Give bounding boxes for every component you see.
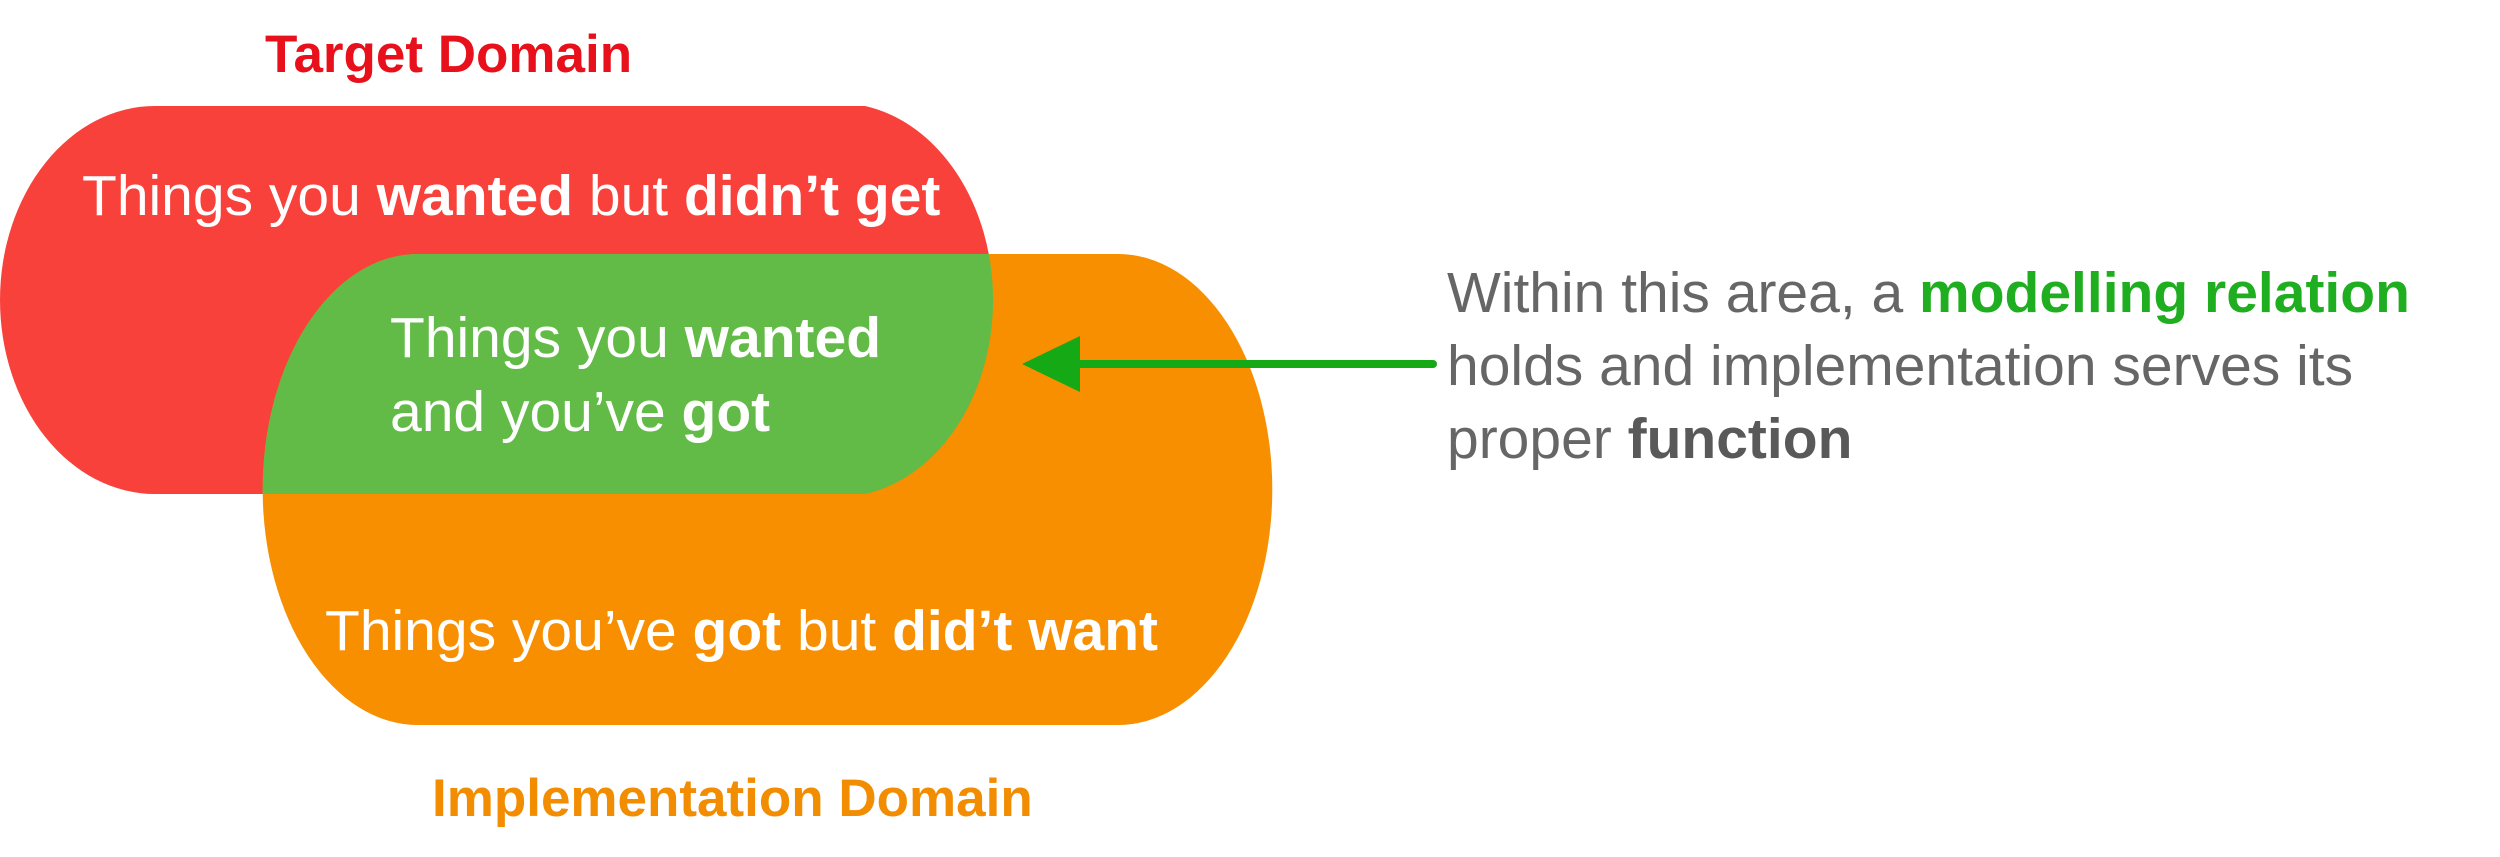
implementation-only-text: Things you’ve got but did’t want bbox=[325, 603, 1158, 660]
annotation-plain-1: Within this area, a bbox=[1447, 261, 1920, 325]
implementation-domain-label: Implementation Domain bbox=[432, 769, 1033, 828]
target-only-text-plain-1: Things you bbox=[82, 164, 377, 228]
overlap-text-bold-2: got bbox=[681, 380, 771, 444]
overlap-text-plain-1: Things you bbox=[390, 306, 685, 370]
implementation-only-text-bold-2: did’t want bbox=[892, 599, 1159, 663]
implementation-only-text-plain-1: Things you’ve bbox=[325, 599, 693, 663]
overlap-text-bold-1: wanted bbox=[684, 306, 882, 370]
target-only-text-bold-2: didn’t get bbox=[683, 164, 941, 228]
target-only-text-bold-1: wanted bbox=[376, 164, 574, 228]
implementation-only-text-bold-1: got bbox=[692, 599, 782, 663]
target-only-text-plain-2: but bbox=[573, 164, 684, 228]
annotation-plain-3: proper bbox=[1447, 407, 1628, 471]
annotation-line-2: holds and implementation serves its bbox=[1447, 334, 2354, 398]
annotation-line-1: Within this area, a modelling relation bbox=[1447, 265, 2410, 322]
target-only-text: Things you wanted but didn’t get bbox=[82, 168, 940, 225]
overlap-text-plain-2: and you’ve bbox=[390, 380, 682, 444]
implementation-only-text-plain-2: but bbox=[781, 599, 893, 663]
annotation-bold-function: function bbox=[1627, 407, 1853, 471]
overlap-text-line-1: Things you wanted bbox=[390, 310, 881, 367]
overlap-text-line-2: and you’ve got bbox=[390, 384, 770, 441]
annotation-line-3: proper function bbox=[1447, 411, 1852, 468]
target-domain-label: Target Domain bbox=[265, 25, 633, 84]
annotation-highlight-modelling-relation: modelling relation bbox=[1919, 261, 2410, 325]
overlap-region-shape bbox=[262, 254, 994, 494]
pointer-arrow-head bbox=[1022, 336, 1080, 392]
